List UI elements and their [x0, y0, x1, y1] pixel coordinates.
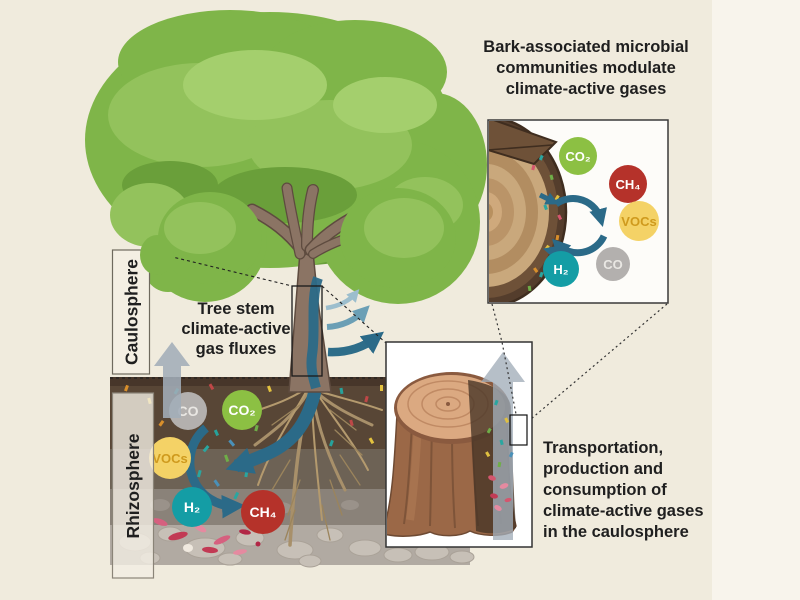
soil-invertebrates: [152, 518, 261, 555]
svg-text:in the caulosphere: in the caulosphere: [543, 523, 689, 541]
caulosphere-label: Caulosphere: [122, 259, 142, 365]
gas-circle-vocs-bark: VOCs: [619, 201, 659, 241]
root-flux-arrow: [225, 384, 323, 474]
stem-flux-arrow-large: [327, 331, 385, 357]
rhizosphere-label-box: Rhizosphere: [111, 392, 155, 579]
svg-text:CO: CO: [603, 257, 623, 272]
svg-text:CH₄: CH₄: [616, 177, 641, 192]
stump-zoom-rect: [509, 414, 528, 446]
svg-text:H₂: H₂: [553, 262, 568, 277]
svg-text:Bark-associated microbial: Bark-associated microbial: [483, 38, 688, 56]
leaf-overlap: [140, 235, 174, 275]
cycle-arrow: [185, 424, 246, 519]
gas-circle-h2-bark: H₂: [543, 251, 579, 287]
svg-text:VOCs: VOCs: [152, 451, 187, 466]
svg-text:climate-active: climate-active: [181, 320, 290, 338]
tree-canopy-foreground: [158, 188, 456, 288]
gas-circle-co2-soil: CO₂: [222, 390, 262, 430]
svg-text:CO: CO: [178, 403, 199, 419]
svg-text:consumption of: consumption of: [543, 481, 667, 499]
svg-text:communities modulate: communities modulate: [496, 59, 676, 77]
svg-text:H₂: H₂: [184, 499, 200, 515]
svg-text:CH₄: CH₄: [250, 504, 277, 520]
gas-circle-co2-bark: CO₂: [559, 137, 597, 175]
bark-inset-panel: CO₂ CH₄ VOCs CO H₂: [487, 119, 669, 304]
descending-flux-arrow: [306, 276, 323, 390]
bark-title: Bark-associated microbial communities mo…: [483, 38, 688, 98]
svg-text:CO₂: CO₂: [565, 149, 591, 164]
svg-text:Transportation,: Transportation,: [543, 439, 663, 457]
rhizosphere-label: Rhizosphere: [123, 433, 143, 538]
caulosphere-label-box: Caulosphere: [111, 235, 174, 375]
bark-exchange-arrow: [538, 192, 559, 205]
cycle-arrow: [553, 195, 607, 228]
stem-zoom-rect: [291, 285, 323, 377]
stump-efflux-arrow: [481, 352, 525, 540]
gas-circle-h2-soil: H₂: [172, 487, 212, 527]
tree-stump: [387, 352, 528, 540]
bark-gas-circles: CO₂ CH₄ VOCs CO H₂: [543, 137, 659, 287]
gas-circle-ch4-soil: CH₄: [241, 490, 285, 534]
svg-text:climate-active gases: climate-active gases: [506, 80, 667, 98]
stem-flux-arrow-small: [325, 289, 360, 311]
rhizosphere-gas-circles: CO CO₂ VOCs H₂ CH₄: [149, 390, 285, 534]
svg-text:CO₂: CO₂: [228, 402, 255, 418]
soil-efflux-arrow: [154, 342, 190, 418]
caulosphere-caption: Transportation, production and consumpti…: [543, 439, 704, 541]
stem-inset-connector-line: [321, 285, 387, 344]
stump-inset-panel: [385, 341, 533, 548]
svg-text:VOCs: VOCs: [621, 214, 656, 229]
svg-text:climate-active gases: climate-active gases: [543, 502, 704, 520]
gas-circle-ch4-bark: CH₄: [609, 165, 647, 203]
soil-stones: [118, 499, 475, 568]
caulosphere-dashed-line: [151, 251, 293, 287]
rhizosphere-cycle-arrows: [185, 384, 323, 519]
svg-text:gas fluxes: gas fluxes: [196, 340, 277, 358]
gas-circle-co-bark: CO: [596, 247, 630, 281]
background-margin: [712, 0, 800, 600]
cycle-arrow: [551, 234, 608, 259]
gas-circle-vocs-soil: VOCs: [149, 437, 191, 479]
stem-flux-label: Tree stem climate-active gas fluxes: [181, 300, 290, 358]
stump-microbe-specks: [485, 399, 514, 511]
stem-flux-arrow-medium: [326, 305, 370, 330]
svg-text:production and: production and: [543, 460, 663, 478]
stem-flux-arrows: [306, 276, 385, 390]
svg-text:Tree stem: Tree stem: [197, 300, 274, 318]
